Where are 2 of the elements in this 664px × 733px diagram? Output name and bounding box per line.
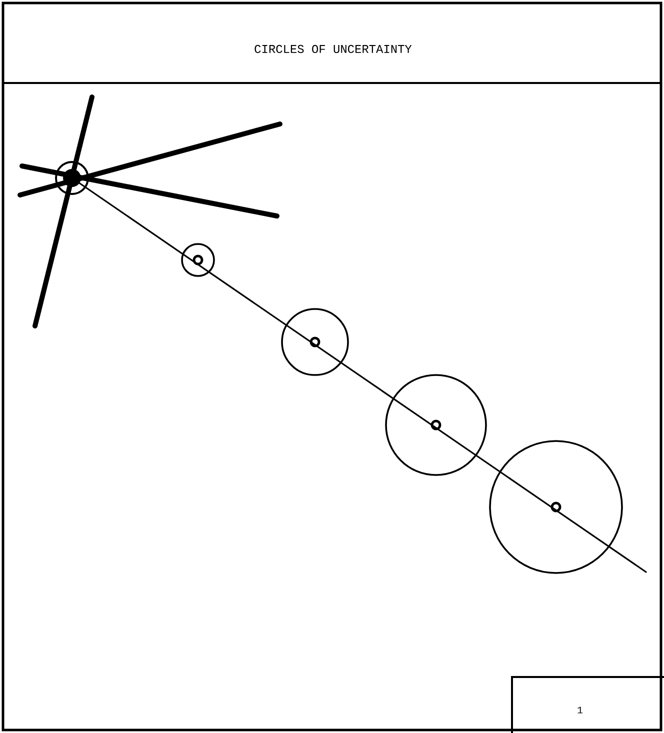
page-number-box: 1 xyxy=(511,676,664,733)
title: CIRCLES OF UNCERTAINTY xyxy=(254,44,412,54)
